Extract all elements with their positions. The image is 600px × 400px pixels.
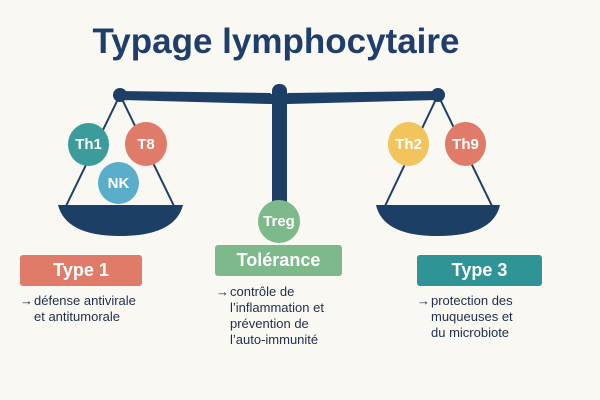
- cell-th1: Th1: [68, 123, 109, 166]
- type1-box: Type 1: [20, 255, 142, 286]
- type3-description-text: protection des muqueuses et du microbiot…: [431, 293, 513, 340]
- type1-description-text: défense antivirale et antitumorale: [34, 293, 136, 324]
- type3-description: → protection des muqueuses et du microbi…: [417, 293, 513, 341]
- cell-nk: NK: [98, 162, 139, 204]
- left-pan: [58, 205, 183, 236]
- cell-treg: Treg: [258, 200, 300, 243]
- cell-th9: Th9: [445, 122, 486, 166]
- cell-th2: Th2: [388, 122, 429, 166]
- arrow-icon: →: [417, 293, 430, 308]
- tolerance-description: → contrôle de l’inflammation et préventi…: [216, 284, 324, 348]
- type3-box: Type 3: [417, 255, 542, 286]
- scale-beam: [120, 91, 438, 104]
- diagram-title: Typage lymphocytaire: [92, 22, 460, 61]
- tolerance-box: Tolérance: [215, 245, 342, 276]
- arrow-icon: →: [216, 284, 229, 299]
- cell-t8: T8: [125, 122, 167, 166]
- tolerance-description-text: contrôle de l’inflammation et prévention…: [230, 284, 324, 347]
- scale-post: [272, 84, 287, 214]
- arrow-icon: →: [20, 293, 33, 308]
- type1-description: → défense antivirale et antitumorale: [20, 293, 136, 325]
- right-pan: [376, 205, 500, 236]
